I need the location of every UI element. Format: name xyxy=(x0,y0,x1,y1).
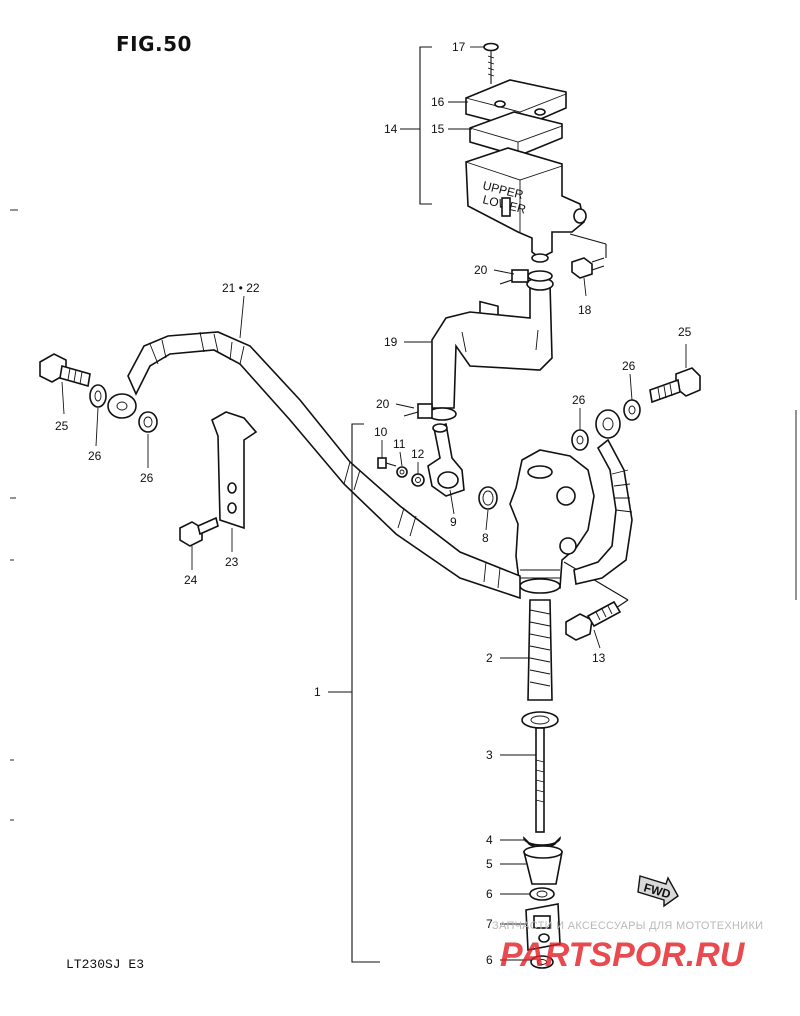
callout-26-d: 26 xyxy=(572,393,586,407)
callout-21-22: 21 • 22 xyxy=(222,281,260,295)
callout-8: 8 xyxy=(482,531,489,545)
hose-bracket-23[interactable] xyxy=(211,411,258,530)
model-code: LT230SJ E3 xyxy=(66,957,145,972)
callout-7: 7 xyxy=(486,917,493,931)
clevis-7[interactable] xyxy=(525,903,561,951)
callout-16: 16 xyxy=(431,95,445,109)
callout-23: 23 xyxy=(225,555,239,569)
callout-14: 14 xyxy=(384,122,398,136)
washer-26-c[interactable] xyxy=(623,399,641,421)
callout-24: 24 xyxy=(184,573,198,587)
watermark-logo-text: PARTSPOR.RU xyxy=(500,936,746,974)
callout-20-upper: 20 xyxy=(474,263,488,277)
diaphragm-15[interactable] xyxy=(469,111,563,157)
joint-fitting-9[interactable] xyxy=(427,422,465,497)
callout-10: 10 xyxy=(374,425,388,439)
reservoir-group: UPPER LOWER xyxy=(419,42,607,334)
clamp-20-lower[interactable] xyxy=(403,403,457,421)
leader-lines xyxy=(61,46,687,961)
callout-2: 2 xyxy=(486,651,493,665)
fwd-direction-badge: FWD xyxy=(637,875,679,908)
callout-6-upper: 6 xyxy=(486,887,493,901)
callout-3: 3 xyxy=(486,748,493,762)
o-ring-8[interactable] xyxy=(478,486,498,510)
callout-25-left: 25 xyxy=(55,419,69,433)
callout-4: 4 xyxy=(486,833,493,847)
callout-11: 11 xyxy=(393,437,406,451)
bolt-13[interactable] xyxy=(565,600,622,641)
screw-17[interactable] xyxy=(483,42,499,85)
watermark-logo: PARTSPOR.RU xyxy=(500,936,746,974)
union-bolt-25-left[interactable] xyxy=(39,353,91,388)
callout-17: 17 xyxy=(452,40,466,54)
brake-hose-right[interactable] xyxy=(573,409,633,585)
washer-26-b[interactable] xyxy=(138,411,158,433)
callout-12: 12 xyxy=(411,447,425,461)
callout-25-right: 25 xyxy=(678,325,692,339)
reservoir-cap-16[interactable] xyxy=(465,79,567,129)
callout-15: 15 xyxy=(431,122,445,136)
callout-5: 5 xyxy=(486,857,493,871)
spring-2[interactable] xyxy=(527,599,553,701)
nut-12[interactable] xyxy=(411,473,425,487)
master-cylinder-body[interactable] xyxy=(509,449,629,609)
callout-6-lower: 6 xyxy=(486,953,493,967)
boot-5[interactable] xyxy=(522,845,563,885)
bolt-24[interactable] xyxy=(179,516,219,547)
nut-6-upper[interactable] xyxy=(529,887,555,901)
figure-title: FIG.50 xyxy=(116,32,192,56)
nut-6-lower[interactable] xyxy=(530,955,554,969)
callout-labels: 17 16 14 15 20 18 21 • 22 19 25 25 26 26… xyxy=(55,40,692,967)
clamp-20-upper[interactable] xyxy=(499,269,553,285)
scan-edge-marks xyxy=(10,209,797,821)
washer-11[interactable] xyxy=(396,466,408,478)
hose-19[interactable] xyxy=(431,277,554,409)
callout-26-a: 26 xyxy=(88,449,102,463)
callout-1: 1 xyxy=(314,685,321,699)
watermark-tagline: ЗАПЧАСТИ И АКСЕССУАРЫ ДЛЯ МОТОТЕХНИКИ xyxy=(492,920,764,932)
callout-19: 19 xyxy=(384,335,398,349)
screw-10[interactable] xyxy=(377,457,397,469)
callout-9: 9 xyxy=(450,515,457,529)
circlip-4[interactable] xyxy=(523,836,561,848)
brake-hose-left[interactable] xyxy=(107,331,521,600)
push-rod-3[interactable] xyxy=(521,711,559,833)
callout-13: 13 xyxy=(592,651,606,665)
callout-26-b: 26 xyxy=(140,471,154,485)
callout-26-c: 26 xyxy=(622,359,636,373)
washer-26-d[interactable] xyxy=(571,429,589,451)
union-bolt-25-right[interactable] xyxy=(649,367,701,404)
bolt-18[interactable] xyxy=(571,257,605,279)
callout-18: 18 xyxy=(578,303,592,317)
washer-26-a[interactable] xyxy=(89,384,107,408)
callout-20-lower: 20 xyxy=(376,397,390,411)
